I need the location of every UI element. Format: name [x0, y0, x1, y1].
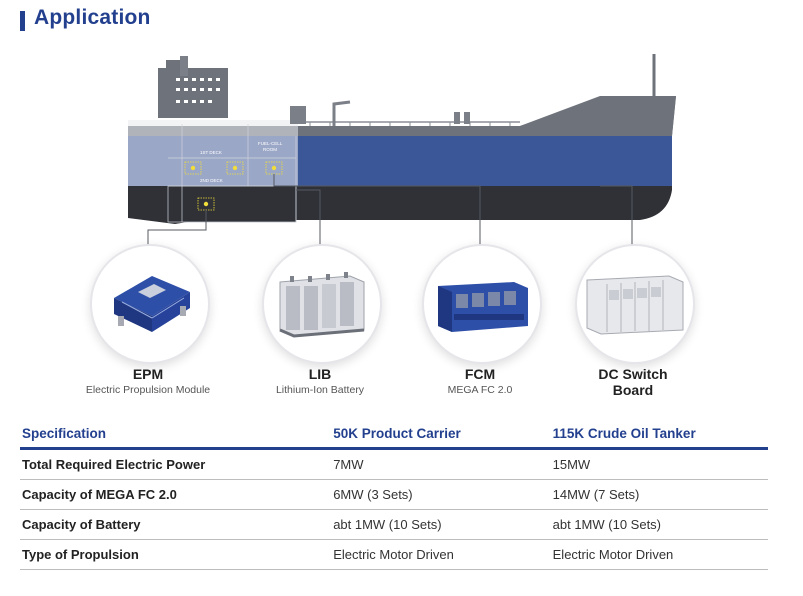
- header-specification: Specification: [20, 420, 332, 450]
- lib-card: [262, 244, 382, 364]
- fuel-cell-room-label-1: FUEL-CELL: [258, 141, 283, 146]
- fcm-subtitle: MEGA FC 2.0: [447, 384, 513, 396]
- bridge-block: [158, 68, 228, 118]
- bridge-top: [166, 60, 186, 70]
- row-label: Capacity of Battery: [20, 509, 332, 540]
- fuel-cell-room-label-2: ROOM: [263, 147, 277, 152]
- row-value-115k: 15MW: [550, 448, 768, 480]
- rail-posts: [309, 122, 511, 126]
- table-row: Type of Propulsion Electric Motor Driven…: [20, 539, 768, 570]
- lib-title: LIB: [308, 366, 332, 382]
- rudder: [140, 192, 150, 218]
- manifold-2: [464, 112, 470, 124]
- row-value-115k: 14MW (7 Sets): [550, 479, 768, 510]
- epm-subtitle: Electric Propulsion Module: [85, 384, 211, 396]
- fcm-card: [422, 244, 542, 364]
- table-row: Capacity of MEGA FC 2.0 6MW (3 Sets) 14M…: [20, 479, 768, 510]
- epm-card: [90, 244, 210, 364]
- header-50k-product-carrier: 50K Product Carrier: [331, 420, 551, 450]
- fcm-illustration: [438, 282, 528, 332]
- row-value-50k: 7MW: [331, 448, 551, 480]
- leader-lines: [147, 174, 633, 246]
- row-value-50k: Electric Motor Driven: [331, 539, 551, 570]
- row-label: Total Required Electric Power: [20, 448, 332, 480]
- propeller-icon: [154, 200, 162, 216]
- deck2-label: 2ND DECK: [200, 178, 223, 183]
- deck-structure-1: [290, 106, 306, 124]
- header-115k-crude-oil-tanker: 115K Crude Oil Tanker: [550, 420, 768, 450]
- engine-room-lower: [168, 186, 296, 222]
- stern-superstructure: [128, 120, 298, 186]
- funnel: [180, 56, 188, 76]
- lib-illustration: [279, 272, 365, 338]
- row-value-115k: Electric Motor Driven: [550, 539, 768, 570]
- manifold-1: [454, 112, 460, 124]
- page-title: Application: [34, 6, 151, 29]
- lib-subtitle: Lithium-Ion Battery: [275, 384, 365, 396]
- epm-illustration: [114, 276, 190, 332]
- deck-crane: [332, 100, 351, 126]
- bow-upper: [500, 96, 676, 136]
- row-value-50k: abt 1MW (10 Sets): [331, 509, 551, 540]
- ship-diagram: 1ST DECK 2ND DECK FUEL-CELL ROOM: [128, 54, 676, 246]
- deck1-label: 1ST DECK: [200, 150, 222, 155]
- dc-switch-title-line1: DC Switch: [598, 366, 668, 382]
- dc-switch-title-line2: Board: [612, 382, 654, 398]
- spec-table: Specification 50K Product Carrier 115K C…: [20, 420, 768, 570]
- table-header-row: Specification 50K Product Carrier 115K C…: [20, 420, 768, 450]
- title-accent-bar: [20, 11, 25, 31]
- row-value-50k: 6MW (3 Sets): [331, 479, 551, 510]
- table-row: Total Required Electric Power 7MW 15MW: [20, 448, 768, 480]
- row-label: Type of Propulsion: [20, 539, 332, 570]
- table-row: Capacity of Battery abt 1MW (10 Sets) ab…: [20, 509, 768, 540]
- bridge-windows: [176, 78, 220, 103]
- row-value-115k: abt 1MW (10 Sets): [550, 509, 768, 540]
- dc-switch-board-illustration: [586, 275, 684, 335]
- dc-switch-board-card: [575, 244, 695, 364]
- fcm-title: FCM: [464, 366, 496, 382]
- epm-title: EPM: [132, 366, 164, 382]
- row-label: Capacity of MEGA FC 2.0: [20, 479, 332, 510]
